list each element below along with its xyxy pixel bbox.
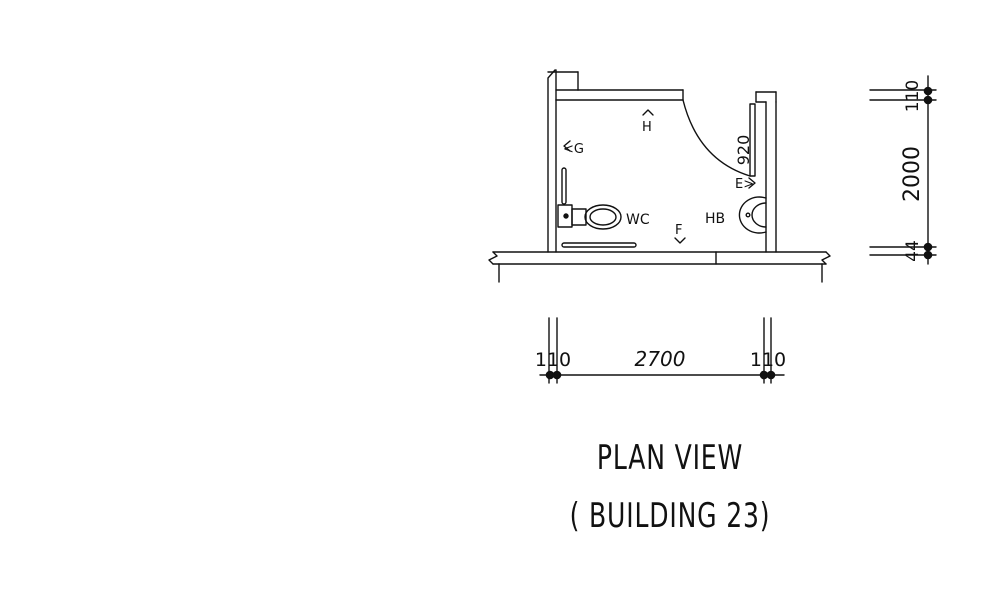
label-f: F [675, 223, 682, 238]
dimension-top-offset: 110 [903, 80, 923, 112]
right-wall [755, 91, 777, 253]
floor-slab [488, 251, 831, 283]
label-hb: HB [705, 211, 725, 227]
elevation-marker-f [674, 237, 686, 244]
dimension-width: 2700 [635, 347, 686, 371]
dimension-door: 920 [734, 135, 753, 166]
dimension-left-wall: 110 [535, 349, 571, 371]
dimension-bottom-offset: 44 [903, 240, 923, 262]
dimension-right-wall: 110 [750, 349, 786, 371]
drawing-subtitle: ( BUILDING 23) [569, 496, 771, 536]
dimension-height: 2000 [900, 146, 925, 202]
label-h: H [642, 120, 652, 135]
top-wall [555, 89, 684, 101]
grab-bar-g [561, 167, 567, 205]
elevation-marker-e [748, 177, 756, 189]
label-e: E> [735, 177, 754, 192]
horizontal-dimension-line [539, 317, 785, 384]
elevation-marker-g [563, 140, 571, 152]
left-wall [547, 69, 579, 253]
elevation-marker-h [642, 109, 654, 116]
label-wc: WC [626, 212, 650, 228]
vertical-dimension-line [869, 75, 937, 265]
hand-basin [738, 196, 767, 234]
label-g: <G [563, 142, 584, 157]
drawing-title: PLAN VIEW [596, 438, 744, 478]
grab-bar-f [561, 242, 637, 248]
toilet [557, 204, 622, 230]
door [682, 99, 756, 177]
